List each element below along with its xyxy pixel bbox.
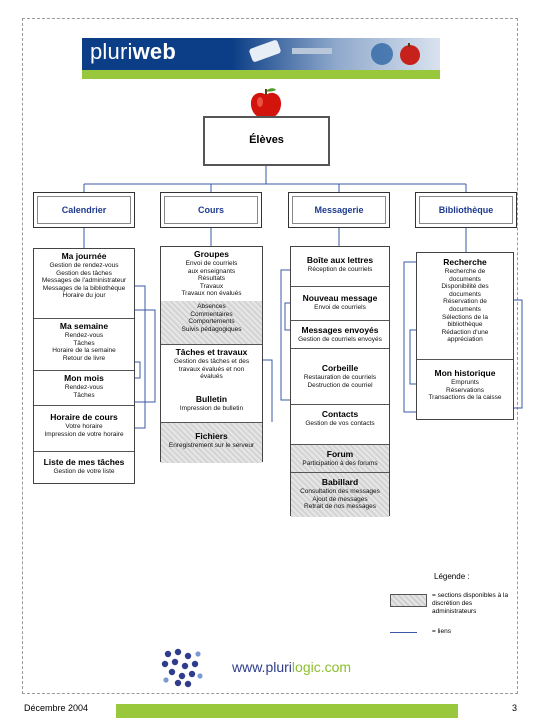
section-fichiers: Fichiers Enregistrement sur le serveur (161, 423, 262, 463)
section-taches-et-travaux: Tâches et travaux Gestion des tâches et … (173, 347, 250, 381)
section-horaire-de-cours: Horaire de cours Votre horaire Impressio… (34, 406, 134, 452)
legend-shaded-swatch (390, 594, 427, 607)
page-number: 3 (512, 703, 518, 713)
section-forum: Forum Participation à des forums (291, 445, 389, 473)
category-cours: Cours (160, 192, 262, 228)
section-groupes-admin-options: Absences Commentaires Comportements Suiv… (161, 301, 262, 345)
section-contacts: Contacts Gestion de vos contacts (291, 405, 389, 445)
plurilogic-logo-icon (161, 648, 203, 688)
section-ma-journee: Ma journée Gestion de rendez-vous Gestio… (34, 249, 134, 319)
banner-illustration (232, 38, 440, 70)
column-cours: Groupes Envoi de courriels aux enseignan… (160, 246, 263, 463)
legend-link-text: = liens (432, 628, 451, 635)
pluriweb-logo: pluriweb (90, 39, 176, 64)
category-bibliotheque: Bibliothèque (415, 192, 517, 228)
section-nouveau-message: Nouveau message Envoi de courriels (291, 287, 389, 321)
section-mon-mois: Mon mois Rendez-vous Tâches (34, 371, 134, 406)
section-messages-envoyes: Messages envoyés Gestion de courriels en… (291, 321, 389, 349)
section-recherche: Recherche Recherche de documents Disponi… (417, 253, 513, 360)
section-bulletin: Bulletin Impression de bulletin (161, 388, 262, 423)
legend-shaded-text: = sections disponibles à la discrétion d… (432, 592, 509, 615)
banner-green-strip (82, 70, 440, 79)
section-ma-semaine: Ma semaine Rendez-vous Tâches Horaire de… (34, 319, 134, 371)
category-calendrier: Calendrier (33, 192, 135, 228)
footer-green-bar (116, 704, 458, 718)
category-messagerie: Messagerie (288, 192, 390, 228)
column-calendrier: Ma journée Gestion de rendez-vous Gestio… (33, 248, 135, 484)
footer-url: www.plurilogic.com (232, 659, 352, 675)
section-corbeille: Corbeille Restauration de courriels Dest… (291, 349, 389, 405)
section-babillard: Babillard Consultation des messages Ajou… (291, 473, 389, 517)
apple-icon (250, 88, 282, 118)
footer-date: Décembre 2004 (24, 703, 89, 713)
root-label: Élèves (249, 134, 284, 146)
section-groupes: Groupes Envoi de courriels aux enseignan… (181, 249, 242, 298)
column-messagerie: Boîte aux lettres Réception de courriels… (290, 246, 390, 517)
legend-link-line (390, 632, 417, 633)
section-boite-aux-lettres: Boîte aux lettres Réception de courriels (291, 247, 389, 287)
legend-title: Légende : (434, 572, 470, 581)
section-mon-historique: Mon historique Emprunts Réservations Tra… (428, 368, 502, 402)
column-bibliotheque: Recherche Recherche de documents Disponi… (416, 252, 514, 420)
section-liste-de-mes-taches: Liste de mes tâches Gestion de votre lis… (43, 457, 125, 475)
root-node-eleves: Élèves (203, 116, 330, 166)
